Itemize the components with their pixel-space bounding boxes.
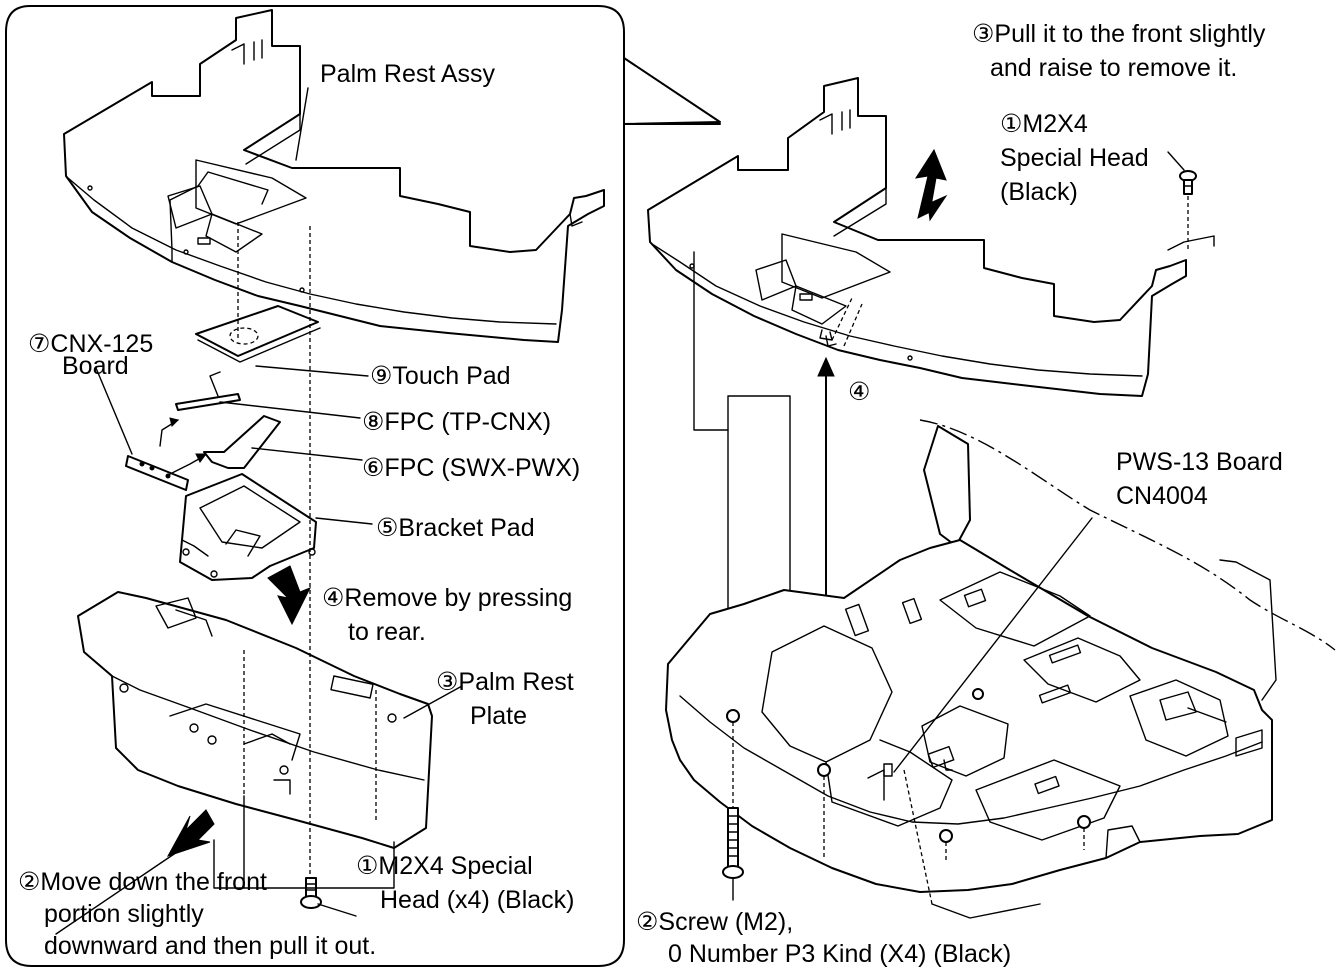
label-bracket-pad: ⑤Bracket Pad xyxy=(376,514,535,542)
label-screw-right-2: Special Head xyxy=(1000,144,1149,172)
label-screw-m2-1: ②Screw (M2), xyxy=(636,908,793,936)
palm-rest-assy-left xyxy=(63,9,605,343)
label-palm-rest-plate-1: ③Palm Rest xyxy=(436,668,574,696)
label-screw-right-1: ①M2X4 xyxy=(1000,110,1088,138)
bracket-pad xyxy=(179,473,317,581)
palm-rest-plate xyxy=(77,591,433,849)
label-move-down-2: portion slightly xyxy=(44,900,204,928)
screw-right xyxy=(1179,170,1197,250)
label-cnx125-board-1: ⑦CNX-125 xyxy=(28,330,153,358)
label-remove-pressing-1: ④Remove by pressing xyxy=(322,584,572,612)
palm-rest-assy-right xyxy=(647,77,1215,397)
label-remove-pressing-2: to rear. xyxy=(348,618,426,646)
press-arrow xyxy=(267,565,312,626)
label-palm-rest-plate-2: Plate xyxy=(470,702,527,730)
pull-out-arrow xyxy=(166,809,215,857)
screw-bottom xyxy=(722,807,744,879)
label-pull-front-1: ③Pull it to the front slightly xyxy=(972,20,1266,48)
label-fpc-tp-cnx: ⑧FPC (TP-CNX) xyxy=(362,408,551,436)
label-screw-left-2: Head (x4) (Black) xyxy=(380,886,575,914)
label-step4-marker: ④ xyxy=(848,378,870,406)
label-move-down-1: ②Move down the front xyxy=(18,868,267,896)
label-screw-right-3: (Black) xyxy=(1000,178,1078,206)
label-move-down-3: downward and then pull it out. xyxy=(44,932,376,960)
label-screw-m2-2: 0 Number P3 Kind (X4) (Black) xyxy=(668,940,1011,968)
label-pws-board-2: CN4004 xyxy=(1116,482,1208,510)
touch-pad-parts xyxy=(125,305,321,491)
label-pws-board-1: PWS-13 Board xyxy=(1116,448,1283,476)
label-touch-pad: ⑨Touch Pad xyxy=(370,362,511,390)
label-screw-left-1: ①M2X4 Special xyxy=(356,852,533,880)
lower-base-unit xyxy=(665,419,1336,893)
label-palm-rest-assy: Palm Rest Assy xyxy=(320,60,496,88)
label-cnx125-board-2: Board xyxy=(62,352,129,380)
label-fpc-swx-pwx: ⑥FPC (SWX-PWX) xyxy=(362,454,580,482)
label-pull-front-2: and raise to remove it. xyxy=(990,54,1237,82)
detail-callout-frame xyxy=(5,5,721,967)
